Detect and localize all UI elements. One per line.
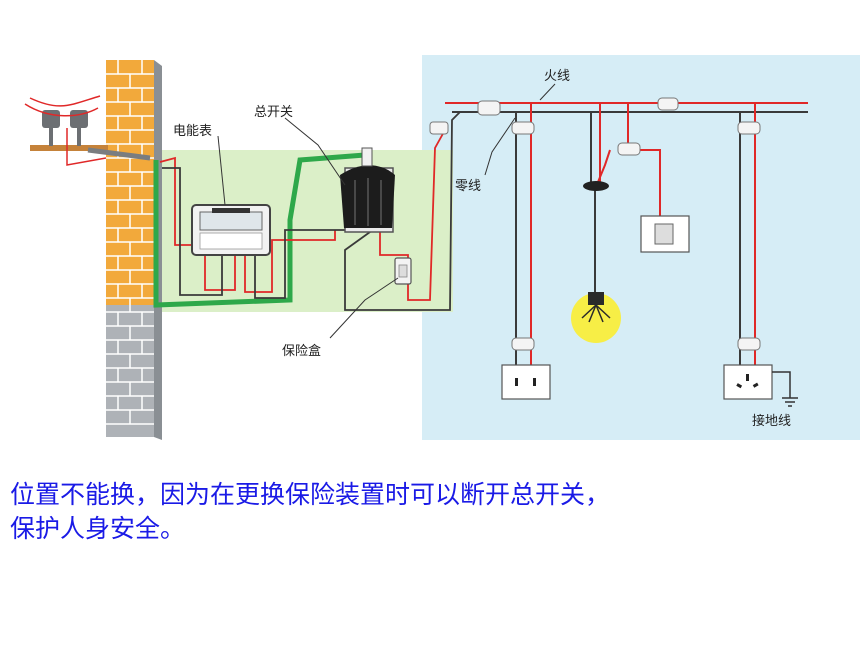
label-meter: 电能表: [173, 124, 212, 139]
label-live-wire: 火线: [544, 69, 570, 84]
electric-meter: [191, 204, 271, 256]
ground-wire-path: [153, 152, 366, 308]
panel-wiring: [159, 111, 461, 311]
leader-lines: [217, 83, 556, 339]
answer-text: 位置不能换，因为在更换保险装置时可以断开总开关， 保护人身安全。: [10, 478, 855, 546]
light-switch: [640, 215, 690, 253]
label-neutral-wire: 零线: [455, 179, 481, 194]
main-switch: [340, 147, 395, 233]
household-circuit-diagram: 火线 总开关 电能表 零线 保险盒 接地线: [24, 55, 860, 440]
label-fuse-box: 保险盒: [282, 343, 321, 359]
room-wiring: [445, 102, 808, 365]
answer-line-1: 位置不能换，因为在更换保险装置时可以断开总开关，: [10, 480, 611, 509]
label-ground-wire: 接地线: [752, 413, 791, 429]
socket-two-pin: [501, 364, 551, 400]
junction-boxes: [429, 97, 761, 351]
socket-three-pin: [723, 364, 773, 400]
fuse-box: [394, 257, 412, 285]
ground-symbol: [772, 371, 798, 407]
label-main-switch: 总开关: [254, 105, 293, 120]
answer-line-2: 保护人身安全。: [10, 514, 186, 543]
insulator-bracket: [24, 95, 151, 166]
light-bulb: [571, 181, 621, 343]
